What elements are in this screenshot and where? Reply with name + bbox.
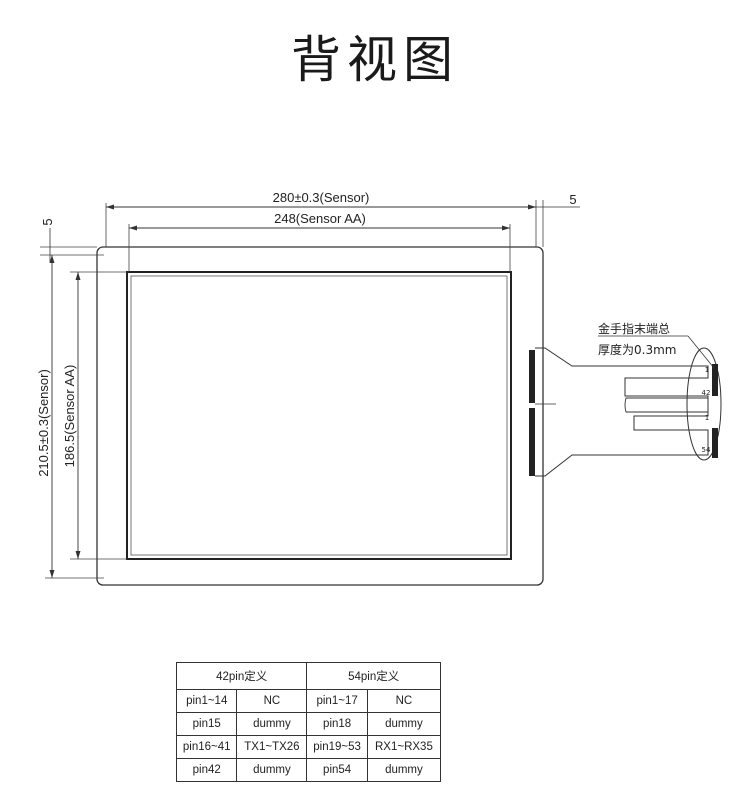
dim-width-aa: 248(Sensor AA) <box>274 211 366 226</box>
pin-label-upper-start: 1 <box>705 366 709 374</box>
pin-definition-table: 42pin定义 54pin定义 pin1~14 NC pin1~17 NC pi… <box>175 662 442 782</box>
dim-right-margin: 5 <box>569 192 576 207</box>
cell-54-def: dummy <box>366 758 442 782</box>
gold-finger-lower <box>712 428 718 458</box>
dim-height-aa: 186.5(Sensor AA) <box>62 365 77 468</box>
sensor-outline <box>96 246 544 586</box>
gold-finger-upper <box>712 364 718 396</box>
cell-54-pin: pin19~53 <box>306 735 368 759</box>
pin-label-lower-end: 54 <box>702 446 711 454</box>
cell-42-pin: pin16~41 <box>175 735 238 759</box>
bond-pad-upper <box>529 350 535 403</box>
cell-54-def: RX1~RX35 <box>366 735 442 759</box>
gold-finger-note-line2: 厚度为0.3mm <box>598 342 676 357</box>
table-row: pin16~41 TX1~TX26 pin19~53 RX1~RX35 <box>175 735 442 759</box>
cell-54-pin: pin54 <box>306 758 368 782</box>
cell-54-def: dummy <box>366 712 442 736</box>
connector-ellipse <box>686 347 722 461</box>
cell-54-def: NC <box>366 689 442 713</box>
cell-54-pin: pin18 <box>306 712 368 736</box>
pin-label-lower-start: 1 <box>705 414 709 422</box>
cell-42-def: TX1~TX26 <box>236 735 308 759</box>
gold-finger-note-line1: 金手指末端总 <box>598 321 670 336</box>
dim-height-sensor: 210.5±0.3(Sensor) <box>36 369 51 477</box>
header-42pin: 42pin定义 <box>175 662 308 690</box>
bond-pad-lower <box>529 408 535 476</box>
table-header-row: 42pin定义 54pin定义 <box>175 662 441 690</box>
table-row: pin15 dummy pin18 dummy <box>175 712 442 736</box>
cell-42-def: dummy <box>236 758 308 782</box>
pin-label-upper-end: 42 <box>702 389 711 397</box>
drawing-title: 背视图 <box>291 31 459 89</box>
header-54pin: 54pin定义 <box>306 662 441 690</box>
table-row: pin1~14 NC pin1~17 NC <box>175 689 442 713</box>
cell-42-pin: pin1~14 <box>175 689 238 713</box>
active-area <box>126 271 512 560</box>
dim-width-sensor: 280±0.3(Sensor) <box>273 190 370 205</box>
cell-42-pin: pin42 <box>175 758 238 782</box>
fpc-tail <box>535 347 709 477</box>
cell-42-def: NC <box>236 689 308 713</box>
table-row: pin42 dummy pin54 dummy <box>175 758 442 782</box>
cell-42-pin: pin15 <box>175 712 238 736</box>
cell-54-pin: pin1~17 <box>306 689 368 713</box>
cell-42-def: dummy <box>236 712 308 736</box>
dim-top-margin: 5 <box>40 218 55 225</box>
active-area-inner <box>130 275 508 556</box>
